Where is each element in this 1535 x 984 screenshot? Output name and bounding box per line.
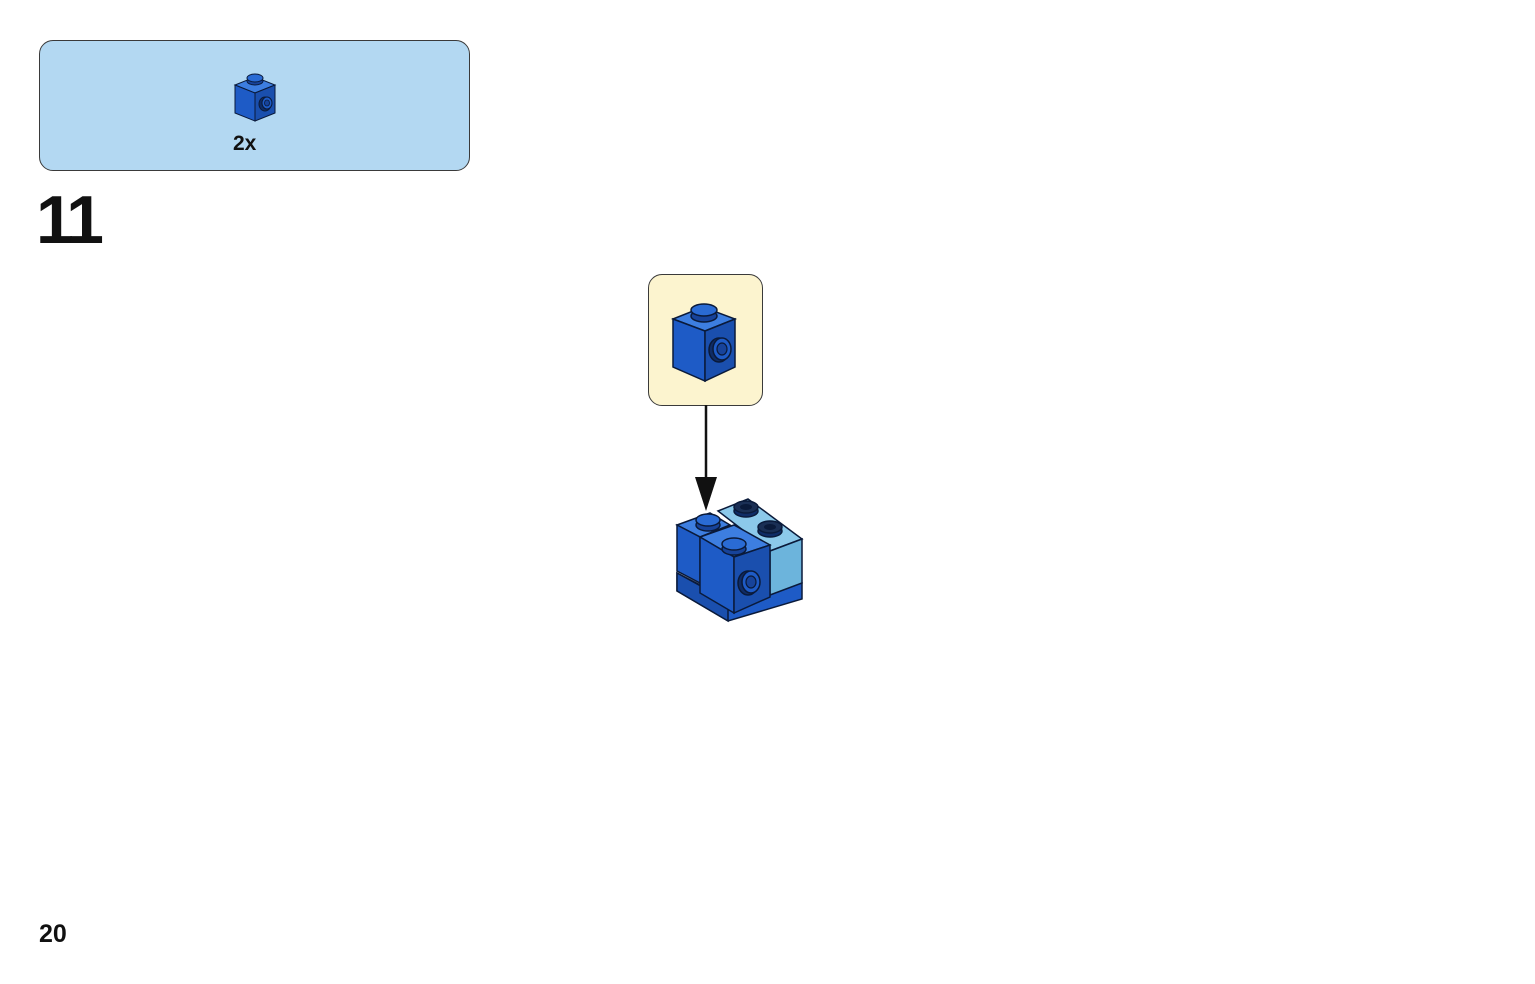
parts-list-panel: 2x: [39, 40, 470, 171]
assembly-model-image: [675, 498, 804, 623]
part-quantity: 2x: [233, 132, 257, 155]
page-number: 20: [39, 920, 67, 948]
sub-step-callout: [648, 274, 763, 406]
blue-1x1-brick-with-side-stud-icon: [233, 73, 277, 122]
step-number: 11: [36, 182, 104, 258]
down-arrow-icon: [695, 405, 717, 511]
blue-1x1-brick-with-side-stud-icon: [670, 303, 738, 383]
